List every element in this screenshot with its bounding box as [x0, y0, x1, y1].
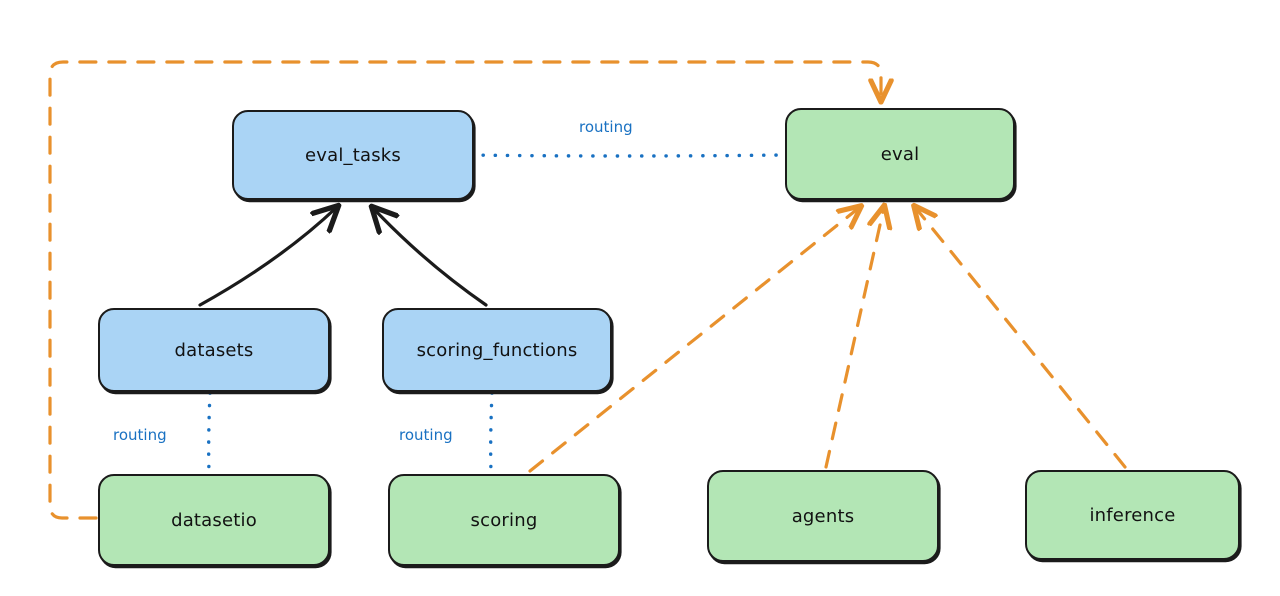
node-inference[interactable]: inference: [1025, 470, 1240, 560]
edge-datasets-eval_tasks: [198, 207, 337, 307]
edge-label-routing-dataset: routing: [113, 426, 167, 444]
edge-datasets-datasetio: [206, 391, 212, 474]
edge-scoring_functions-eval_tasks: [373, 208, 488, 307]
edge-eval_tasks-eval: [469, 153, 784, 158]
node-label-agents: agents: [791, 505, 855, 527]
edge-label-routing-scoring: routing: [399, 426, 453, 444]
node-label-scoring_functions: scoring_functions: [416, 339, 578, 361]
edge-label-routing-eval: routing: [579, 118, 633, 136]
node-label-scoring: scoring: [470, 509, 538, 531]
edge-inference-eval: [915, 207, 1127, 469]
node-datasetio[interactable]: datasetio: [98, 474, 330, 566]
node-scoring_functions[interactable]: scoring_functions: [382, 308, 612, 392]
node-label-datasetio: datasetio: [171, 509, 257, 531]
node-eval[interactable]: eval: [785, 108, 1015, 200]
node-datasets[interactable]: datasets: [98, 308, 330, 392]
node-label-eval_tasks: eval_tasks: [304, 144, 402, 166]
node-label-datasets: datasets: [174, 339, 254, 361]
node-label-inference: inference: [1089, 504, 1176, 526]
edge-agents-eval: [824, 207, 884, 469]
edge-scoring_functions-scoring: [488, 391, 494, 474]
node-agents[interactable]: agents: [707, 470, 939, 562]
node-scoring[interactable]: scoring: [388, 474, 620, 566]
node-label-eval: eval: [880, 143, 920, 165]
node-eval_tasks[interactable]: eval_tasks: [232, 110, 474, 200]
